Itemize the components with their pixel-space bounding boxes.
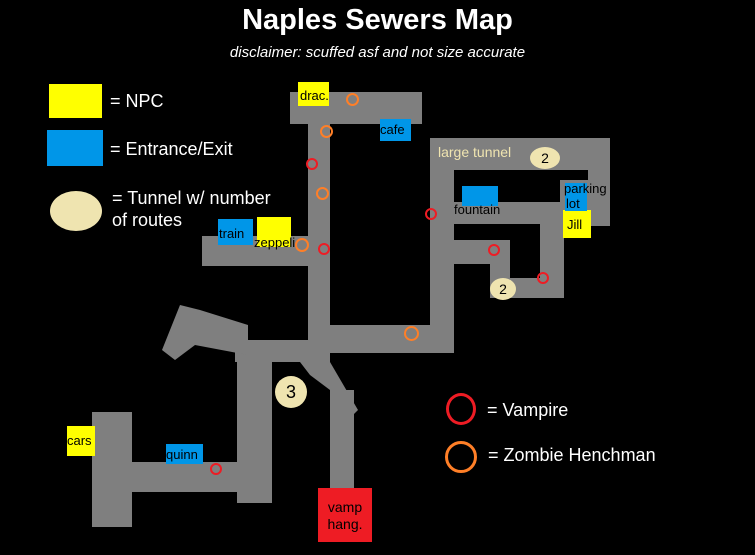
legend-vampire-icon [446,393,476,425]
vampire-marker [488,244,500,256]
tunnel-marker-loop: 2 [490,278,516,300]
npc-drac-marker [298,82,329,106]
npc-drac-label: drac. [300,88,329,103]
vamp-hangout-marker [318,488,372,542]
exit-quinn-label: quinn [166,447,198,462]
path-vamp-vertical [330,390,354,490]
legend-zombie-label: = Zombie Henchman [488,445,656,465]
path-fountain-horizontal [430,202,570,224]
npc-cars-marker [67,426,95,456]
npc-cars-label: cars [67,433,92,448]
legend-vampire-label: = Vampire [487,400,569,420]
vampire-marker [425,208,437,220]
path-quinn-horizontal [130,462,272,492]
npc-jill-label: Jill [567,217,583,232]
zombie-marker [346,93,359,106]
npc-jill-marker [563,210,591,238]
exit-parking-marker [565,183,587,211]
legend-entrance-swatch [47,130,103,166]
path-side-branch [430,240,496,264]
legend-tunnel-label-1: = Tunnel w/ number [112,188,271,208]
exit-quinn-marker [166,444,203,464]
exit-parking-label-1: parking [564,181,607,196]
exit-cafe-label: cafe [380,122,405,137]
zombie-marker [295,238,309,252]
path-left-vertical [308,92,330,350]
zombie-marker [404,326,419,341]
large-tunnel-label: large tunnel [438,144,512,160]
npc-zeppeli-label: zeppeli [254,235,296,250]
zombie-marker [320,125,333,138]
legend-zombie-icon [445,441,477,473]
path-middle-horizontal [308,325,454,353]
legend-npc-swatch [49,84,102,118]
vamp-hangout-label-2: hang. [327,516,363,532]
exit-parking-label-2: lot [566,196,580,211]
vampire-marker [306,158,318,170]
map-subtitle: disclaimer: scuffed asf and not size acc… [229,44,526,61]
zombie-marker [316,187,329,200]
legend-tunnel-label-2: of routes [112,210,183,230]
npc-zeppeli-marker [257,217,291,247]
exit-train-marker [218,219,253,245]
legend-tunnel-swatch [50,191,102,231]
exit-train-label: train [219,226,245,241]
exit-fountain-marker [462,186,498,206]
path-cars-vertical [92,412,132,527]
vampire-marker [210,463,222,475]
vamp-hangout-label-1: vamp [327,499,363,515]
tunnel-marker-large: 2 [530,147,560,169]
vampire-marker [537,272,549,284]
tunnel-marker-central: 3 [275,376,307,408]
path-diagonal-left [162,305,248,360]
path-large-tunnel [430,138,610,170]
map-title: Naples Sewers Map [242,4,513,36]
legend-npc-label: = NPC [110,91,164,111]
legend-entrance-label: = Entrance/Exit [110,139,233,159]
exit-cafe-marker [380,119,411,141]
exit-fountain-label: fountain [454,202,501,217]
vampire-marker [318,243,330,255]
